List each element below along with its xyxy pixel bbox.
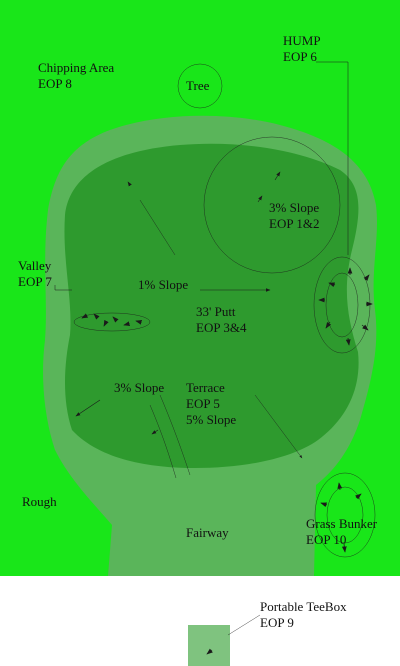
valley-line [54, 285, 72, 291]
tree-label: Tree [186, 78, 210, 93]
chipping-area-label: Chipping Area EOP 8 [38, 60, 115, 91]
hump-circle [203, 136, 341, 274]
bunker-arrow [341, 543, 347, 553]
tree-circle [177, 63, 223, 109]
slope-arrow [257, 195, 263, 203]
slope-3-lower-label: 3% Slope [114, 380, 165, 395]
valley-arrow [103, 319, 109, 327]
hump-arrow [345, 337, 351, 346]
bunker-arrow [355, 493, 362, 500]
fairway-label: Fairway [186, 525, 229, 540]
slope-line [139, 199, 176, 256]
hump-ellipse [325, 272, 359, 338]
grass-bunker-ellipse [326, 486, 364, 544]
terrace-label: Terrace EOP 5 5% Slope [186, 380, 237, 427]
valley-ellipse [73, 312, 151, 332]
valley-arrow [135, 320, 143, 325]
grass-bunker-ellipse [314, 472, 376, 558]
hump-label: HUMP EOP 6 [283, 33, 321, 64]
valley-arrow [81, 313, 89, 319]
putt-label: 33' Putt EOP 3&4 [196, 304, 247, 335]
valley-arrow [123, 321, 131, 326]
terrace-arrow [151, 429, 159, 435]
terrace-curve [149, 404, 177, 479]
slope-line [254, 394, 303, 459]
slope-3-upper-label: 3% Slope EOP 1&2 [269, 200, 320, 231]
bunker-arrow [320, 502, 328, 508]
hump-arrow [361, 324, 369, 331]
hump-line [316, 61, 349, 255]
slope-1-label: 1% Slope [138, 277, 189, 292]
slope-3-lower-arrow [75, 399, 101, 417]
valley-arrow [93, 313, 100, 320]
portable-teebox-label: Portable TeeBox EOP 9 [260, 599, 347, 630]
teebox-pointer [227, 614, 261, 636]
grass-bunker-label: Grass Bunker EOP 10 [306, 516, 378, 547]
hump-arrow [325, 321, 332, 329]
putting-green [64, 143, 359, 468]
portable-teebox [188, 625, 230, 666]
valley-arrow [112, 316, 119, 323]
bunker-arrow [337, 482, 343, 491]
rough-label: Rough [22, 494, 57, 509]
hump-arrow [363, 274, 370, 281]
teebox-arrow [206, 648, 213, 655]
slope-arrow [274, 171, 281, 181]
slope-arrow [127, 181, 132, 187]
hump-arrow [328, 282, 336, 288]
terrace-curve [159, 394, 191, 476]
valley-label: Valley EOP 7 [18, 258, 52, 289]
